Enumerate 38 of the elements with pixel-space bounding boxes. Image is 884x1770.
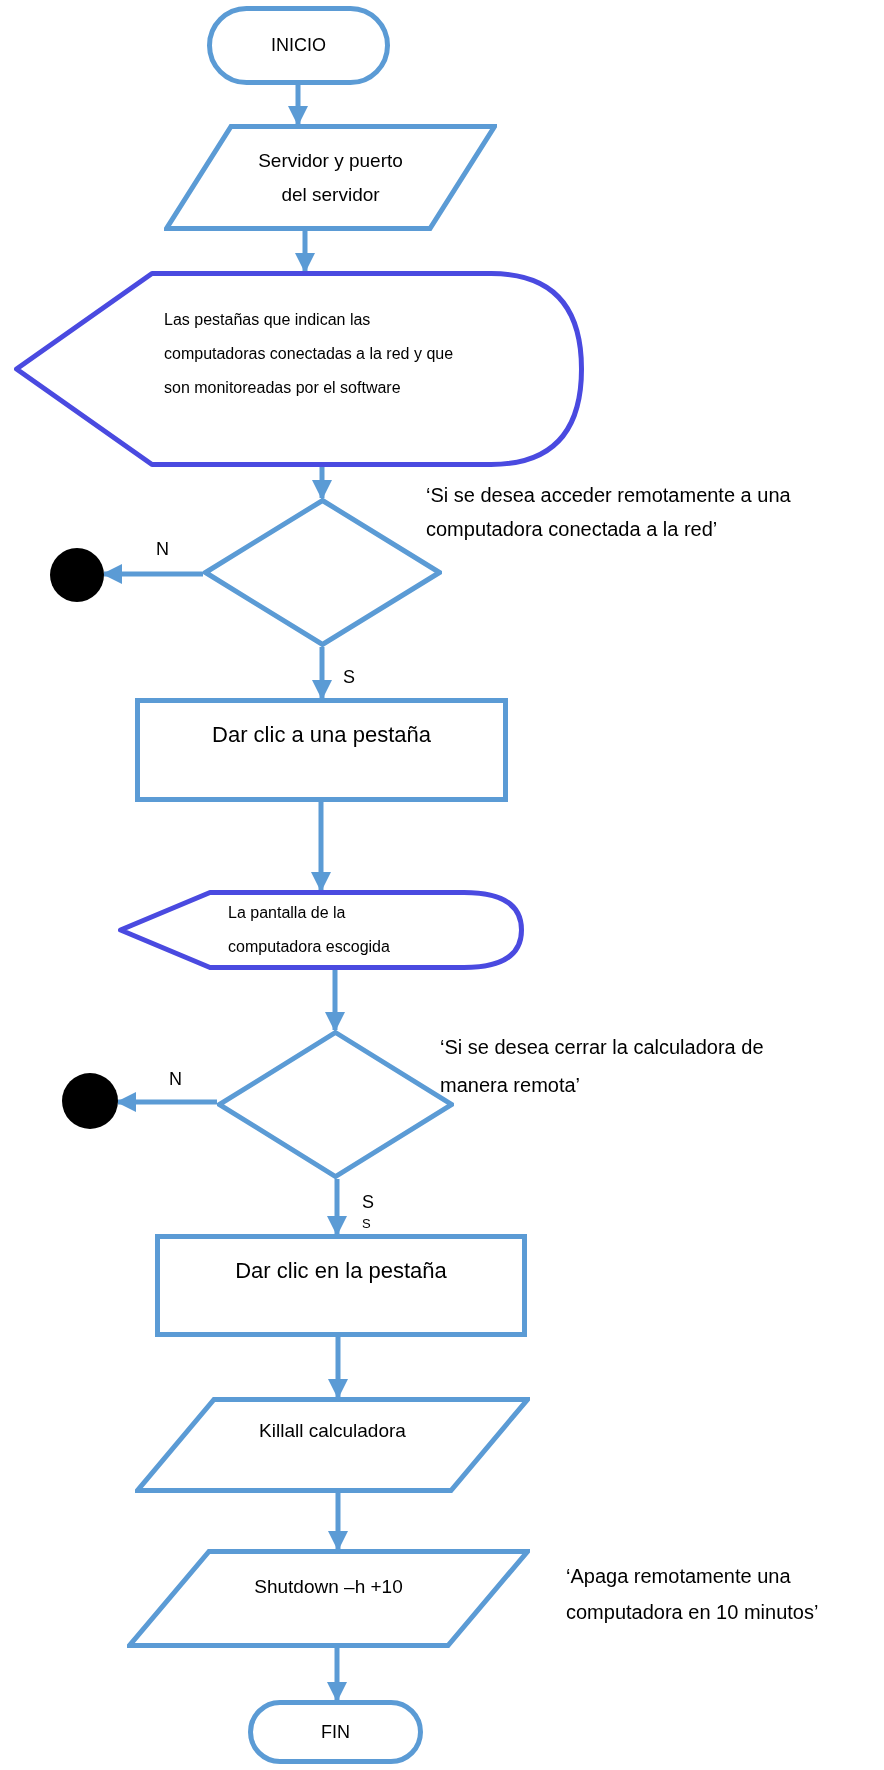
connector-circle bbox=[50, 548, 104, 602]
process-box bbox=[135, 698, 508, 802]
display-shape bbox=[118, 890, 524, 970]
process-box bbox=[155, 1234, 527, 1337]
annotation-text: ‘Apaga remotamente una computadora en 10 minutos’ bbox=[566, 1564, 820, 1625]
arrow bbox=[327, 1179, 347, 1236]
edge-label: S bbox=[343, 668, 355, 686]
arrow bbox=[288, 85, 308, 126]
node-text: Servidor y puerto del servidor bbox=[257, 149, 404, 207]
arrow bbox=[312, 647, 332, 700]
node-text: La pantalla de la computadora escogida bbox=[228, 903, 391, 957]
node-text: INICIO bbox=[271, 34, 326, 57]
edge-label: S bbox=[362, 1193, 374, 1211]
node-text: Shutdown –h +10 bbox=[254, 1575, 403, 1599]
connector-circle bbox=[62, 1073, 118, 1129]
node-text: Las pestañas que indican las computadoras conectadas a la red y que son monitoreadas por el software bbox=[164, 310, 455, 398]
arrow bbox=[327, 1648, 347, 1702]
display-shape bbox=[14, 271, 584, 467]
edge-label: N bbox=[156, 540, 169, 558]
arrow bbox=[116, 1092, 217, 1112]
input-output-parallelogram bbox=[135, 1397, 530, 1493]
node-text: Dar clic a una pestaña bbox=[212, 721, 431, 749]
arrow bbox=[102, 564, 203, 584]
input-output-parallelogram bbox=[164, 124, 497, 231]
node-text: FIN bbox=[321, 1720, 350, 1744]
input-output-parallelogram bbox=[127, 1549, 530, 1648]
terminal-shape bbox=[248, 1700, 423, 1764]
arrow bbox=[328, 1337, 348, 1399]
arrow bbox=[295, 231, 315, 273]
node-text: Killall calculadora bbox=[259, 1419, 406, 1443]
node-text: Dar clic en la pestaña bbox=[235, 1257, 447, 1285]
arrow bbox=[311, 802, 331, 892]
arrow bbox=[312, 467, 332, 500]
edge-label: N bbox=[169, 1070, 182, 1088]
arrow bbox=[328, 1493, 348, 1551]
annotation-text: ‘Si se desea cerrar la calculadora de manera remota’ bbox=[440, 1035, 765, 1098]
annotation-text: ‘Si se desea acceder remotamente a una computadora conectada a la red’ bbox=[426, 483, 792, 542]
arrow bbox=[325, 970, 345, 1032]
